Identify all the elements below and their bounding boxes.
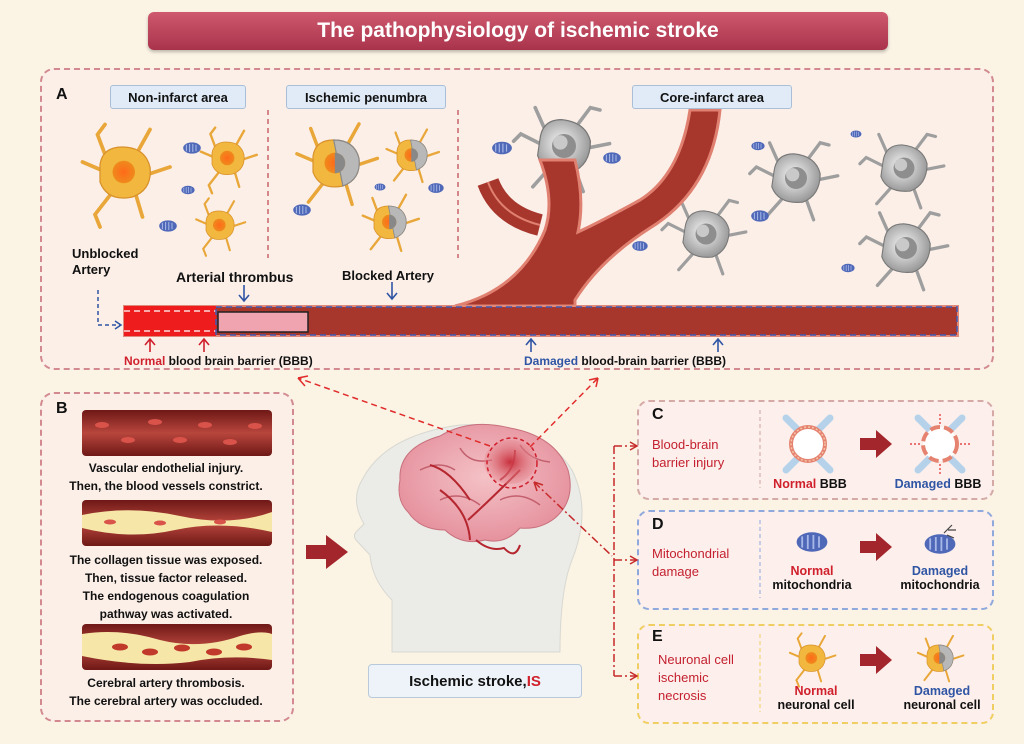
blocked-artery-label: Blocked Artery bbox=[342, 268, 434, 283]
damaged-bbb-text: Damaged BBB bbox=[894, 477, 982, 491]
panel-c-label: C bbox=[652, 406, 664, 423]
arterial-thrombus-label: Arterial thrombus bbox=[176, 269, 294, 285]
vessel-3-caption: Cerebral artery thrombosis.The cerebral … bbox=[69, 676, 263, 708]
panel-e-label: E bbox=[652, 628, 663, 645]
vessel-2 bbox=[82, 500, 272, 546]
unblocked-artery-label: Unblocked Artery bbox=[72, 246, 139, 277]
normal-bbb-text: Normal BBB bbox=[773, 477, 847, 491]
vessel-1 bbox=[82, 410, 272, 456]
vessel-2-caption: The collagen tissue was exposed.Then, ti… bbox=[69, 553, 263, 621]
panel-a-label: A bbox=[56, 86, 68, 103]
region-tag-penumbra: Ischemic penumbra bbox=[286, 85, 446, 109]
damaged-bbb-icon bbox=[910, 414, 970, 474]
normal-bbb-icon bbox=[782, 414, 834, 474]
page-title: The pathophysiology of ischemic stroke bbox=[148, 12, 888, 50]
vessel-3 bbox=[82, 624, 272, 670]
panel-e bbox=[637, 624, 994, 724]
ischemic-stroke-label: Ischemic stroke, IS bbox=[368, 664, 582, 698]
branching-artery bbox=[454, 108, 722, 308]
vessel-1-caption: Vascular endothelial injury.Then, the bl… bbox=[69, 461, 263, 493]
region-tag-non-infarct: Non-infarct area bbox=[110, 85, 246, 109]
damaged-bbb-caption: Damaged blood-brain barrier (BBB) bbox=[524, 354, 727, 368]
normal-bbb-caption: Normal blood brain barrier (BBB) bbox=[124, 354, 313, 368]
panel-b-label: B bbox=[56, 400, 68, 417]
region-tag-core-infarct: Core-infarct area bbox=[632, 85, 792, 109]
panel-d-label: D bbox=[652, 516, 664, 533]
